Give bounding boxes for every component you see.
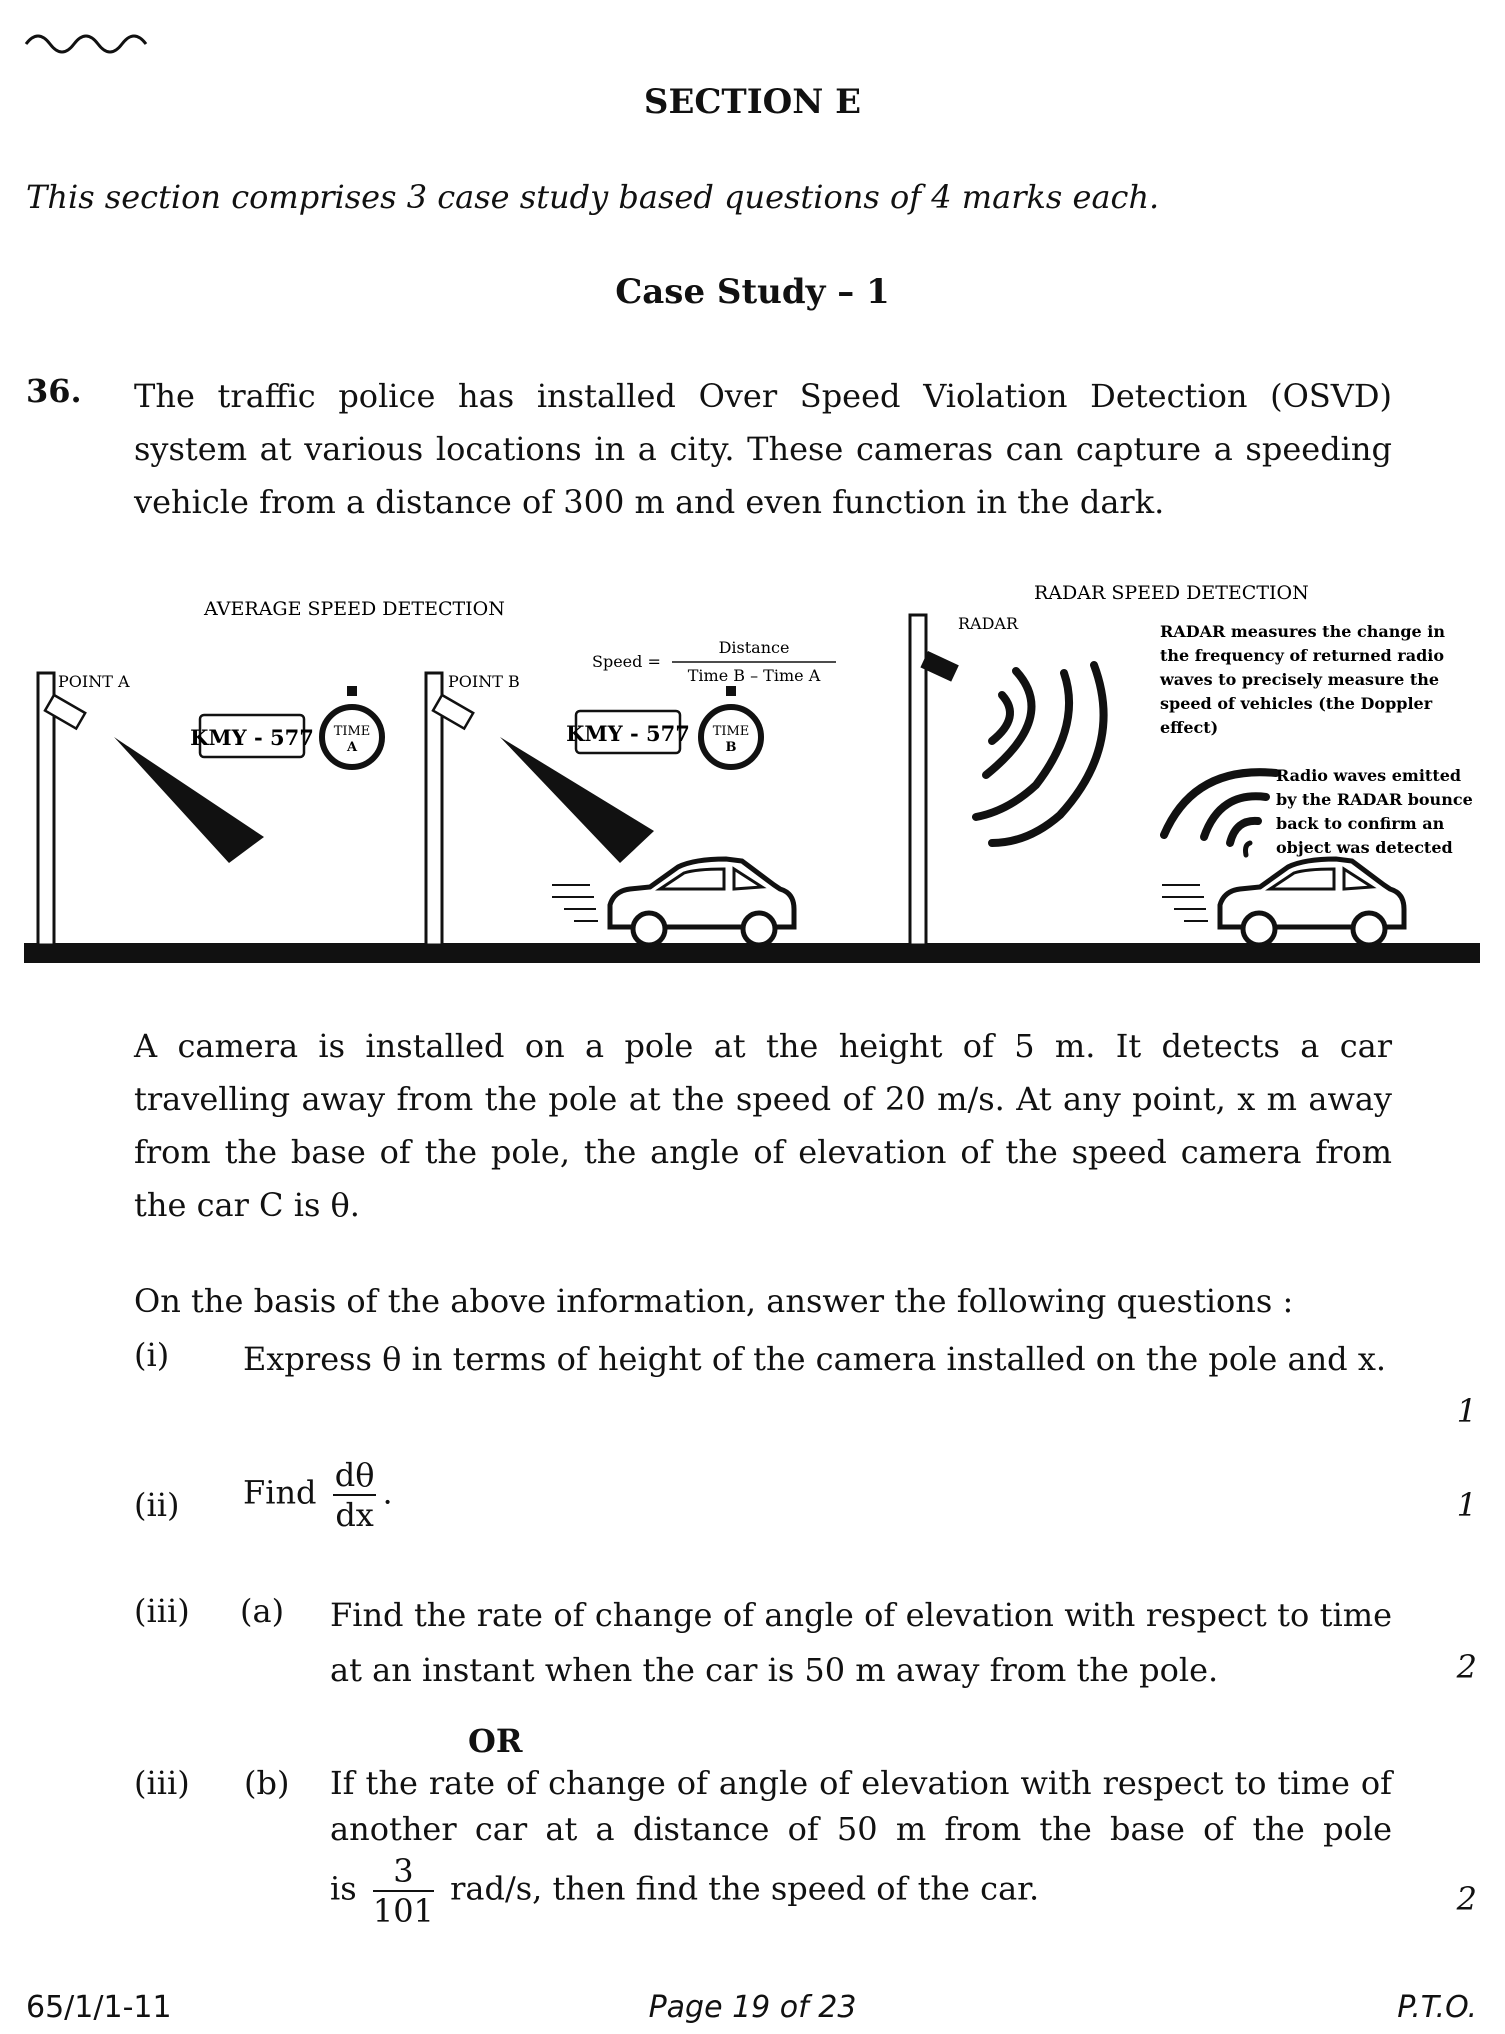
svg-text:Radio waves emitted: Radio waves emitted bbox=[1276, 766, 1461, 785]
part-iii-a-text: Find the rate of change of angle of elev… bbox=[330, 1596, 1392, 1689]
question-instruction: On the basis of the above information, a… bbox=[134, 1282, 1294, 1320]
part-iii-b-text: If the rate of change of angle of elevat… bbox=[330, 1764, 1392, 1848]
stopwatch-a-icon: TIME A bbox=[319, 686, 385, 770]
svg-text:object was detected: object was detected bbox=[1276, 838, 1453, 857]
radar-pole: RADAR bbox=[908, 613, 1019, 947]
radar-waves-icon bbox=[972, 661, 1108, 847]
part-ii-marks: 1 bbox=[1456, 1486, 1477, 1524]
part-iii-b-marks: 2 bbox=[1456, 1880, 1477, 1918]
point-b-label: POINT B bbox=[448, 672, 520, 691]
part-iii-b-fraction: 3 101 bbox=[372, 1852, 434, 1930]
part-iii-b-label: (iii) bbox=[134, 1764, 190, 1802]
svg-text:B: B bbox=[726, 740, 737, 755]
plate-a: KMY - 577 bbox=[190, 713, 314, 759]
part-i-label: (i) bbox=[134, 1336, 170, 1374]
part-ii-fraction: dθ dx bbox=[332, 1456, 377, 1534]
camera-beam-a bbox=[114, 737, 264, 863]
part-i-text: Express θ in terms of height of the came… bbox=[243, 1340, 1387, 1378]
svg-text:KMY - 577: KMY - 577 bbox=[190, 725, 314, 750]
page-number: Page 19 of 23 bbox=[648, 1990, 857, 2025]
car-1-icon bbox=[552, 856, 797, 948]
question-scenario: A camera is installed on a pole at the h… bbox=[134, 1027, 1392, 1224]
svg-text:KMY - 577: KMY - 577 bbox=[566, 721, 690, 746]
return-waves-icon bbox=[1160, 768, 1280, 858]
part-iii-b-text-2: is 3 101 rad/s, then find the speed of t… bbox=[330, 1852, 1040, 1930]
part-ii-text: Find dθ dx . bbox=[243, 1456, 393, 1534]
part-i-marks: 1 bbox=[1456, 1392, 1477, 1430]
svg-text:Speed =: Speed = bbox=[592, 652, 661, 671]
radar-label: RADAR bbox=[958, 614, 1019, 633]
avg-speed-title: AVERAGE SPEED DETECTION bbox=[203, 598, 505, 620]
svg-text:A: A bbox=[346, 740, 358, 755]
radar-speed-title: RADAR SPEED DETECTION bbox=[1034, 582, 1309, 604]
part-iii-a-marks: 2 bbox=[1456, 1648, 1477, 1686]
case-study-title: Case Study – 1 bbox=[615, 272, 890, 312]
question-intro: The traffic police has installed Over Sp… bbox=[134, 377, 1392, 521]
pole-b: POINT B bbox=[424, 671, 654, 947]
svg-text:the frequency of returned radi: the frequency of returned radio bbox=[1160, 646, 1444, 665]
svg-text:waves to precisely measure the: waves to precisely measure the bbox=[1159, 670, 1439, 689]
part-ii-label: (ii) bbox=[134, 1486, 180, 1524]
osvd-figure: AVERAGE SPEED DETECTION POINT A KMY - 57… bbox=[24, 582, 1480, 963]
speed-formula: Speed = Distance Time B – Time A bbox=[592, 638, 836, 685]
section-intro: This section comprises 3 case study base… bbox=[26, 178, 1160, 216]
part-iii-a-label: (iii) bbox=[134, 1592, 190, 1630]
car-2-icon bbox=[1162, 856, 1407, 948]
svg-text:Time B – Time A: Time B – Time A bbox=[688, 666, 821, 685]
paper-code: 65/1/1-11 bbox=[26, 1990, 172, 2025]
svg-text:speed of vehicles (the Doppler: speed of vehicles (the Doppler bbox=[1160, 694, 1433, 713]
road bbox=[24, 943, 1480, 963]
point-a-label: POINT A bbox=[58, 672, 130, 691]
wavy-mark-icon bbox=[24, 34, 148, 54]
svg-text:Distance: Distance bbox=[719, 638, 790, 657]
camera-beam-b bbox=[500, 737, 654, 863]
plate-b: KMY - 577 bbox=[566, 709, 690, 755]
pole-a: POINT A bbox=[36, 671, 264, 947]
svg-text:RADAR measures the change in: RADAR measures the change in bbox=[1160, 622, 1445, 641]
svg-text:effect): effect) bbox=[1160, 718, 1218, 737]
svg-text:TIME: TIME bbox=[713, 724, 750, 739]
svg-text:by the RADAR bounce: by the RADAR bounce bbox=[1276, 790, 1473, 809]
or-separator: OR bbox=[468, 1722, 523, 1760]
part-iii-b-sub: (b) bbox=[244, 1764, 290, 1802]
section-title: SECTION E bbox=[643, 82, 862, 122]
radar-note-2: Radio waves emitted by the RADAR bounce … bbox=[1276, 766, 1473, 857]
radar-note-1: RADAR measures the change in the frequen… bbox=[1159, 622, 1445, 737]
pto-label: P.T.O. bbox=[1397, 1990, 1477, 2025]
svg-text:back to confirm an: back to confirm an bbox=[1276, 814, 1445, 833]
part-iii-a-sub: (a) bbox=[240, 1592, 285, 1630]
stopwatch-b-icon: TIME B bbox=[698, 686, 764, 770]
svg-text:TIME: TIME bbox=[334, 724, 371, 739]
question-number: 36. bbox=[26, 372, 82, 410]
